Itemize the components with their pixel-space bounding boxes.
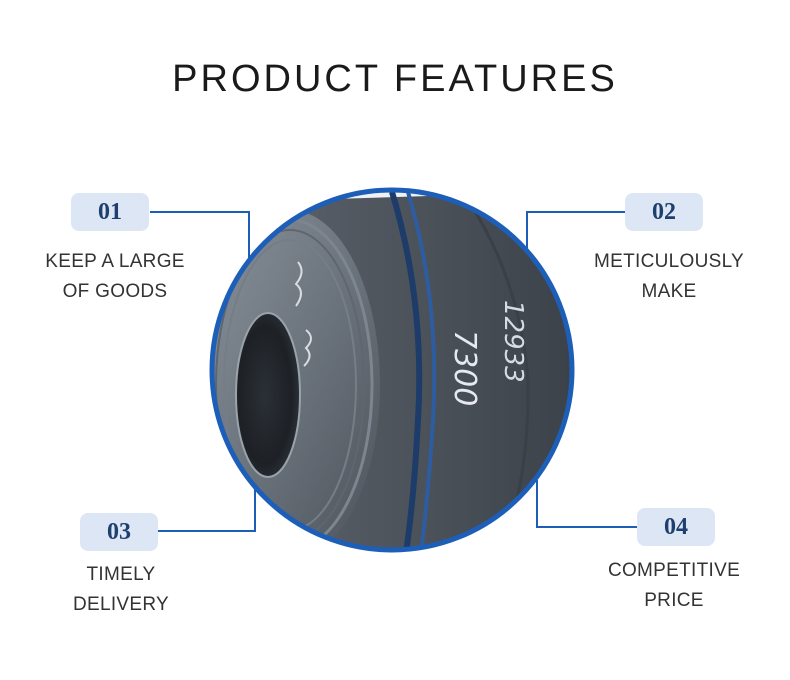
connector-04: [536, 480, 637, 528]
feature-04-text: COMPETITIVE PRICE: [584, 556, 764, 616]
feature-04-badge: 04: [637, 508, 715, 546]
page-title: PRODUCT FEATURES: [172, 58, 618, 100]
feature-02-line-2: MAKE: [641, 281, 697, 302]
feature-02-badge: 02: [625, 193, 703, 231]
feature-03-text: TIMELY DELIVERY: [31, 560, 211, 620]
feature-03-line-1: TIMELY: [86, 564, 156, 585]
feature-01-line-2: OF GOODS: [62, 281, 168, 302]
coil-marking-1: 7300: [447, 330, 482, 406]
feature-01-line-1: KEEP A LARGE: [45, 251, 185, 272]
connector-01: [150, 211, 250, 258]
coil-frame-ring: [209, 187, 575, 553]
coil-photo: 7300 12933: [212, 190, 572, 550]
feature-01-text: KEEP A LARGE OF GOODS: [25, 247, 205, 307]
feature-01-badge: 01: [71, 193, 149, 231]
connector-03: [158, 487, 256, 532]
coil-marking-2: 12933: [498, 300, 528, 383]
feature-03-badge: 03: [80, 513, 158, 551]
feature-03-line-2: DELIVERY: [72, 594, 170, 615]
feature-02-line-1: METICULOUSLY: [594, 251, 744, 272]
feature-04-line-1: COMPETITIVE: [607, 560, 741, 581]
feature-02-text: METICULOUSLY MAKE: [579, 247, 759, 307]
connector-02: [526, 211, 625, 255]
feature-04-line-2: PRICE: [644, 590, 704, 611]
